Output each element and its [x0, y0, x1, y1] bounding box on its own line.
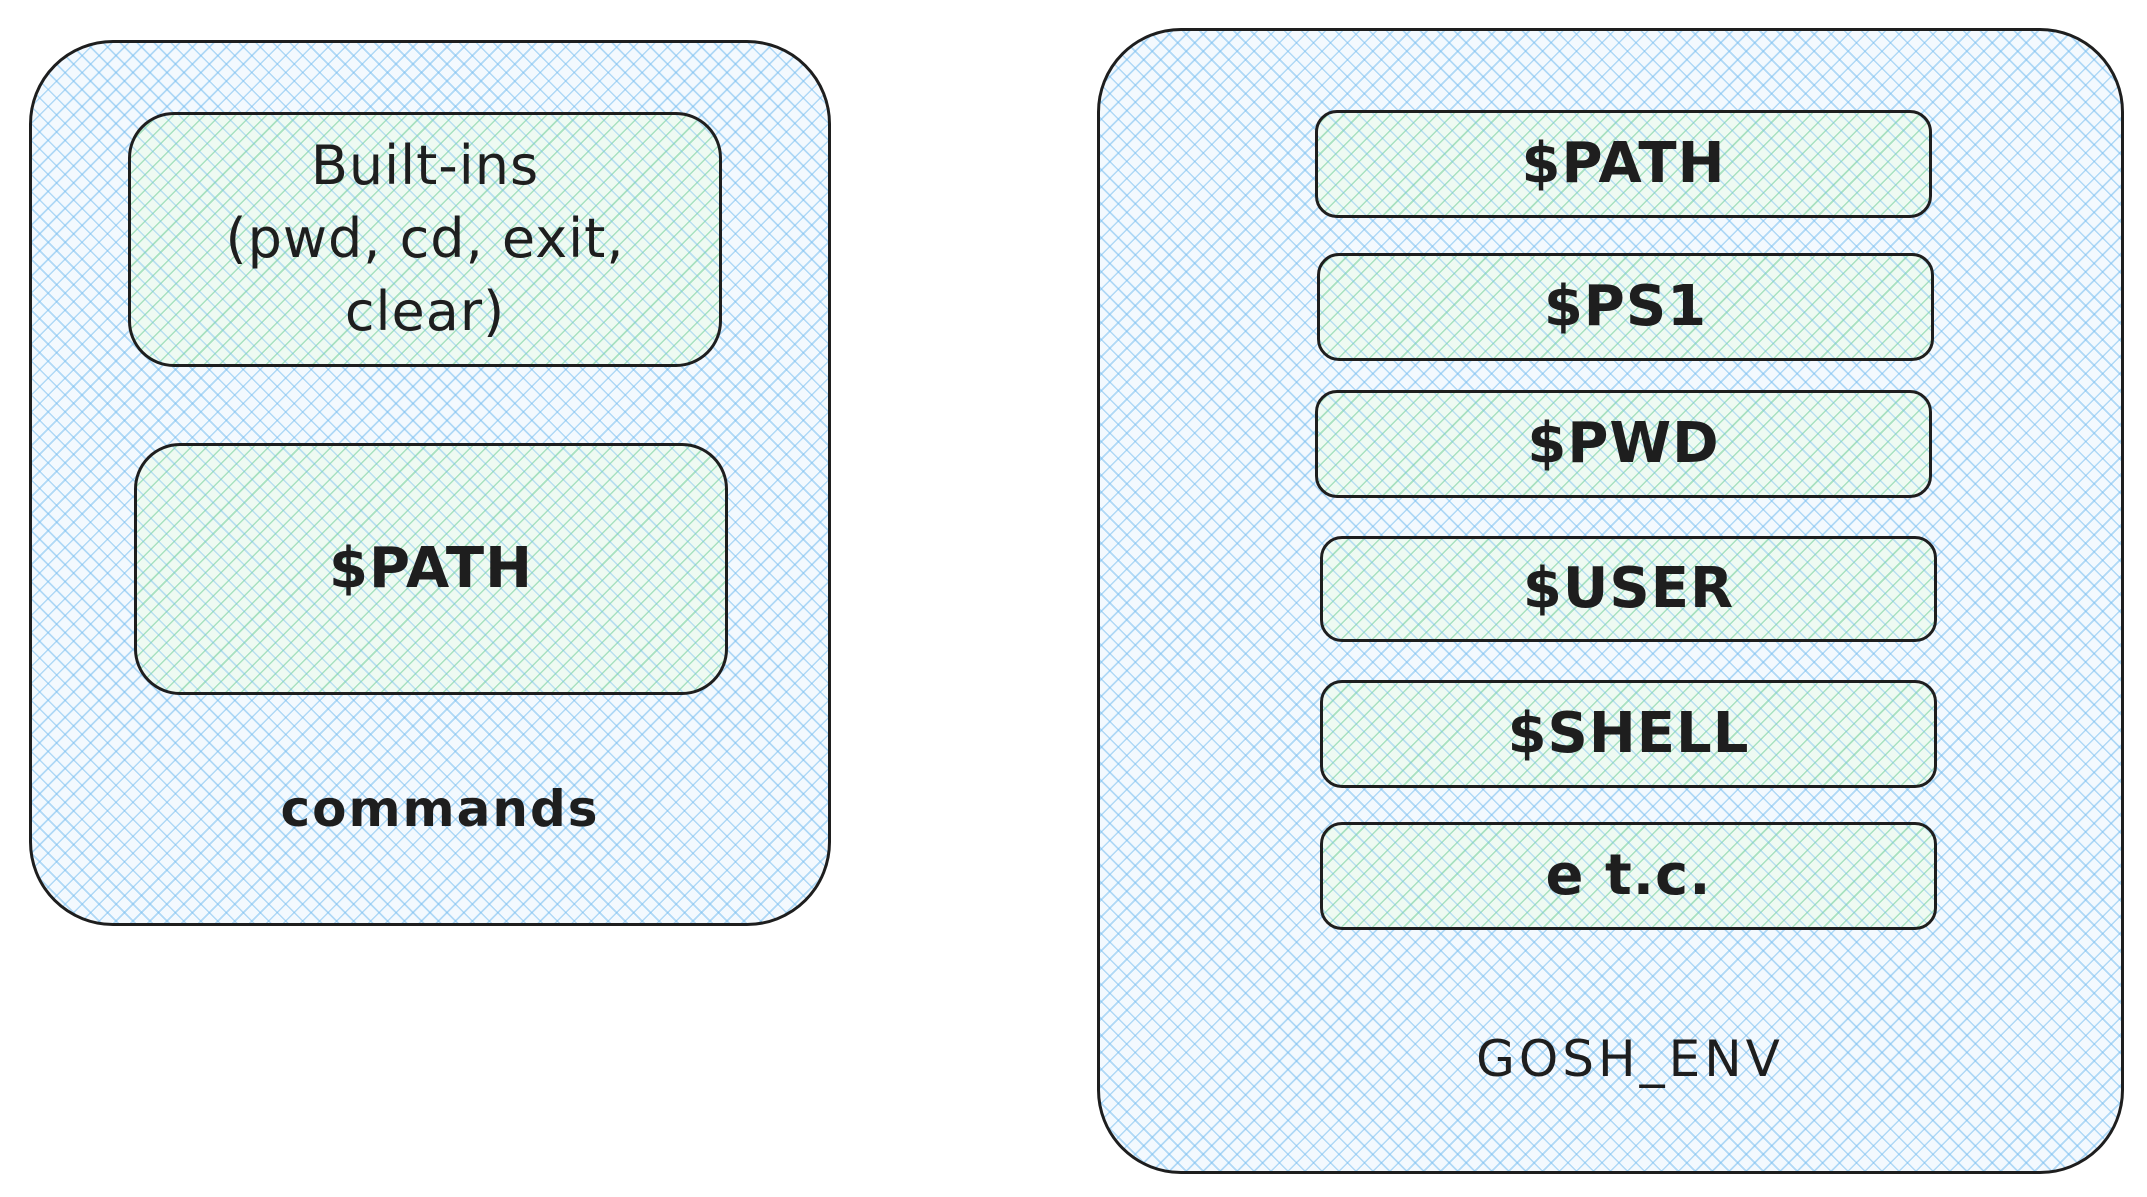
env-item-ps1-label: $PS1: [1543, 274, 1708, 339]
builtins-label: Built-ins (pwd, cd, exit, clear): [225, 134, 625, 343]
env-item-etc-label: e t.c.: [1545, 843, 1712, 908]
env-item-path-label: $PATH: [1521, 131, 1726, 196]
commands-path-box[interactable]: $PATH: [134, 443, 728, 695]
env-item-shell[interactable]: $SHELL: [1320, 680, 1937, 788]
builtins-box[interactable]: Built-ins (pwd, cd, exit, clear): [128, 112, 722, 367]
env-item-user-label: $USER: [1522, 556, 1735, 621]
env-item-etc[interactable]: e t.c.: [1320, 822, 1937, 930]
gosh-env-group-label: GOSH_ENV: [1476, 1030, 1784, 1088]
env-item-pwd[interactable]: $PWD: [1315, 390, 1932, 498]
env-item-pwd-label: $PWD: [1527, 411, 1720, 476]
env-item-path[interactable]: $PATH: [1315, 110, 1932, 218]
commands-path-label: $PATH: [329, 536, 533, 601]
env-item-shell-label: $SHELL: [1507, 701, 1750, 766]
commands-group-label: commands: [280, 780, 600, 838]
env-item-user[interactable]: $USER: [1320, 536, 1937, 642]
env-item-ps1[interactable]: $PS1: [1317, 253, 1934, 361]
